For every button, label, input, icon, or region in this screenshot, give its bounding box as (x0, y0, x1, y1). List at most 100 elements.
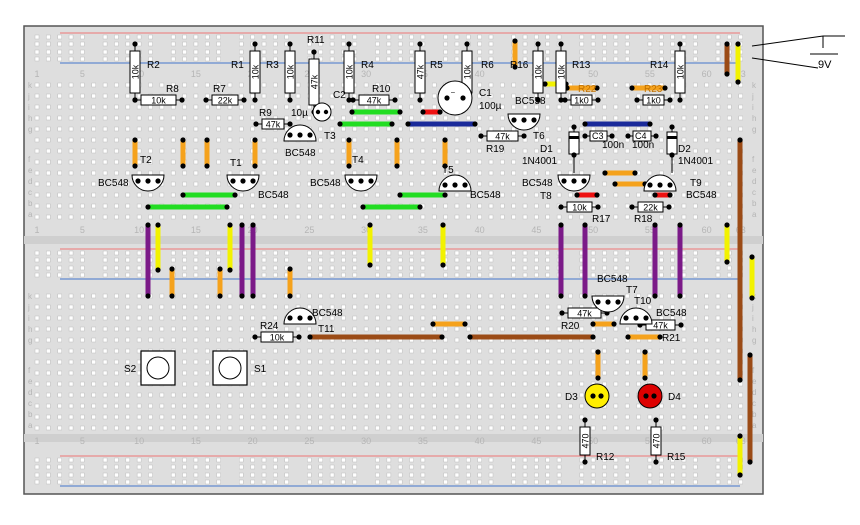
breadboard-hole (261, 203, 267, 209)
breadboard-hole (102, 104, 108, 110)
breadboard-hole (46, 115, 51, 121)
breadboard-hole (273, 82, 278, 88)
breadboard-hole (91, 370, 96, 376)
transistor-pin (230, 178, 236, 184)
breadboard-hole (693, 381, 698, 387)
breadboard-hole (46, 170, 51, 176)
breadboard-hole (46, 479, 51, 485)
breadboard-hole (409, 348, 414, 354)
breadboard-hole (534, 472, 539, 478)
breadboard-hole (136, 203, 142, 209)
breadboard-hole (704, 315, 709, 321)
breadboard-hole (250, 381, 255, 387)
breadboard-hole (159, 326, 165, 332)
breadboard-hole (556, 472, 562, 478)
breadboard-hole (261, 159, 267, 165)
breadboard-hole (727, 126, 732, 132)
breadboard-hole (261, 250, 267, 256)
breadboard-hole (534, 170, 539, 176)
column-number: 45 (531, 436, 541, 446)
breadboard-hole (46, 370, 51, 376)
breadboard-hole (522, 56, 528, 62)
diode-pin (571, 124, 577, 130)
breadboard-hole (57, 115, 62, 121)
resistor-label: R3 (266, 60, 279, 71)
breadboard-hole (216, 41, 221, 47)
wire-end (252, 137, 258, 143)
breadboard-hole (624, 82, 630, 88)
breadboard-hole (443, 414, 448, 420)
resistor-pin (582, 459, 588, 465)
breadboard-hole (534, 464, 539, 470)
breadboard-hole (693, 137, 698, 143)
resistor-pin (252, 41, 258, 47)
resistor-value: 47k (266, 120, 281, 130)
breadboard-hole (170, 425, 176, 431)
breadboard-hole (670, 257, 675, 263)
breadboard-hole (409, 250, 414, 256)
breadboard-hole (579, 49, 585, 55)
breadboard-hole (409, 49, 414, 55)
breadboard-hole (193, 82, 199, 88)
breadboard-hole (522, 159, 528, 165)
breadboard-hole (227, 104, 233, 110)
breadboard-hole (647, 115, 653, 121)
breadboard-hole (80, 337, 85, 343)
breadboard-hole (693, 457, 698, 463)
breadboard-hole (307, 425, 312, 431)
breadboard-hole (102, 203, 108, 209)
breadboard-hole (205, 414, 210, 420)
resistor-pin (562, 97, 568, 103)
breadboard-hole (647, 148, 653, 154)
breadboard-hole (352, 304, 358, 310)
breadboard-hole (454, 148, 460, 154)
breadboard-hole (613, 403, 619, 409)
breadboard-hole (136, 265, 142, 271)
breadboard-hole (670, 170, 675, 176)
breadboard-hole (727, 370, 732, 376)
breadboard-hole (409, 265, 414, 271)
breadboard-hole (602, 41, 607, 47)
breadboard-hole (624, 457, 630, 463)
breadboard-hole (613, 214, 619, 220)
breadboard-hole (397, 472, 403, 478)
breadboard-hole (329, 392, 335, 398)
breadboard-hole (420, 326, 426, 332)
breadboard-hole (352, 425, 358, 431)
breadboard-hole (46, 425, 51, 431)
wire-end (287, 293, 293, 299)
breadboard-hole (307, 148, 312, 154)
breadboard-hole (216, 425, 221, 431)
breadboard-hole (477, 370, 482, 376)
resistor-pin (350, 97, 356, 103)
breadboard-hole (454, 359, 460, 365)
resistor-pin (241, 97, 247, 103)
breadboard-hole (602, 93, 607, 99)
breadboard-hole (250, 479, 255, 485)
breadboard-hole (363, 425, 369, 431)
breadboard-hole (273, 403, 278, 409)
breadboard-hole (613, 381, 619, 387)
breadboard-hole (363, 104, 369, 110)
breadboard-hole (91, 304, 96, 310)
breadboard-hole (488, 56, 494, 62)
resistor-label: R10 (372, 84, 391, 95)
breadboard-hole (318, 304, 323, 310)
column-number: 50 (588, 225, 598, 235)
breadboard-hole (91, 148, 96, 154)
breadboard-hole (670, 304, 675, 310)
breadboard-hole (216, 34, 221, 40)
breadboard-hole (579, 348, 585, 354)
wire-end (657, 334, 663, 340)
breadboard-hole (624, 348, 630, 354)
breadboard-hole (125, 348, 131, 354)
breadboard-hole (318, 159, 323, 165)
transistor-pin (307, 132, 313, 138)
row-letter: f (752, 155, 755, 164)
breadboard-hole (693, 370, 698, 376)
breadboard-hole (432, 326, 437, 332)
breadboard-hole (182, 257, 187, 263)
breadboard-hole (352, 115, 358, 121)
breadboard-hole (670, 265, 675, 271)
wire-end (724, 71, 730, 77)
